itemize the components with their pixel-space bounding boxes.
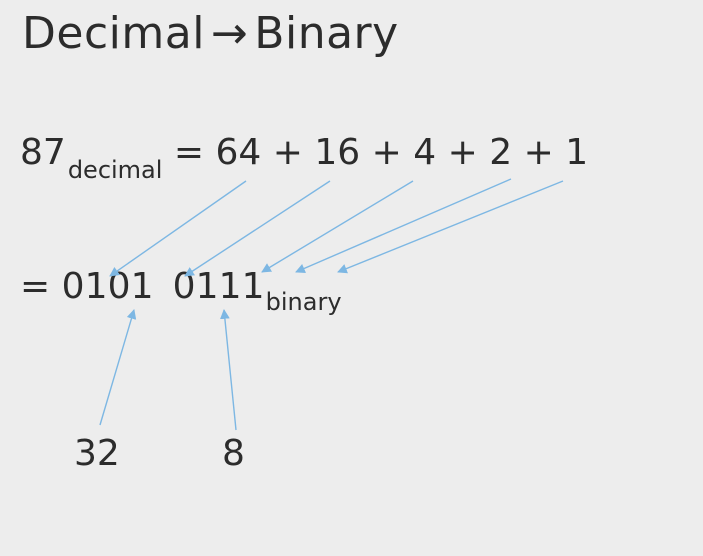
label-8: 8 <box>222 433 245 474</box>
arrow-1-to-bit <box>337 180 564 274</box>
bit-2: 1 <box>218 266 242 307</box>
term-1: 1 <box>565 132 589 173</box>
term-4: 4 <box>413 132 437 173</box>
decimal-number: 87 <box>20 132 66 173</box>
bit-128: 0 <box>61 266 85 307</box>
arrow-4-to-bit <box>261 180 414 273</box>
equals-sign: = <box>173 132 205 173</box>
bit-4: 1 <box>195 266 219 307</box>
arrow-64-to-bit <box>109 180 247 277</box>
binary-subscript: binary <box>265 288 342 316</box>
label-32: 32 <box>74 433 120 474</box>
bit-64: 1 <box>84 266 108 307</box>
equals-sign: = <box>20 266 51 307</box>
term-16: 16 <box>314 132 361 173</box>
right-arrow-icon: → <box>210 8 249 59</box>
plus-sign: + <box>272 132 303 173</box>
term-64: 64 <box>215 132 262 173</box>
title-binary: Binary <box>254 8 399 59</box>
bit-16: 1 <box>130 266 154 307</box>
bit-1: 1 <box>241 266 265 307</box>
plus-sign: + <box>371 132 402 173</box>
decimal-equation: 87decimal = 64 + 16 + 4 + 2 + 1 <box>20 128 589 184</box>
plus-sign: + <box>523 132 554 173</box>
title-decimal: Decimal <box>22 8 205 59</box>
arrow-8-to-bit <box>220 309 237 431</box>
decimal-subscript: decimal <box>67 156 163 184</box>
page-title: Decimal→Binary <box>22 4 399 64</box>
arrow-16-to-bit <box>184 180 331 277</box>
arrow-2-to-bit <box>295 178 512 273</box>
arrow-32-to-bit <box>99 309 137 426</box>
plus-sign: + <box>447 132 478 173</box>
term-2: 2 <box>489 132 513 173</box>
